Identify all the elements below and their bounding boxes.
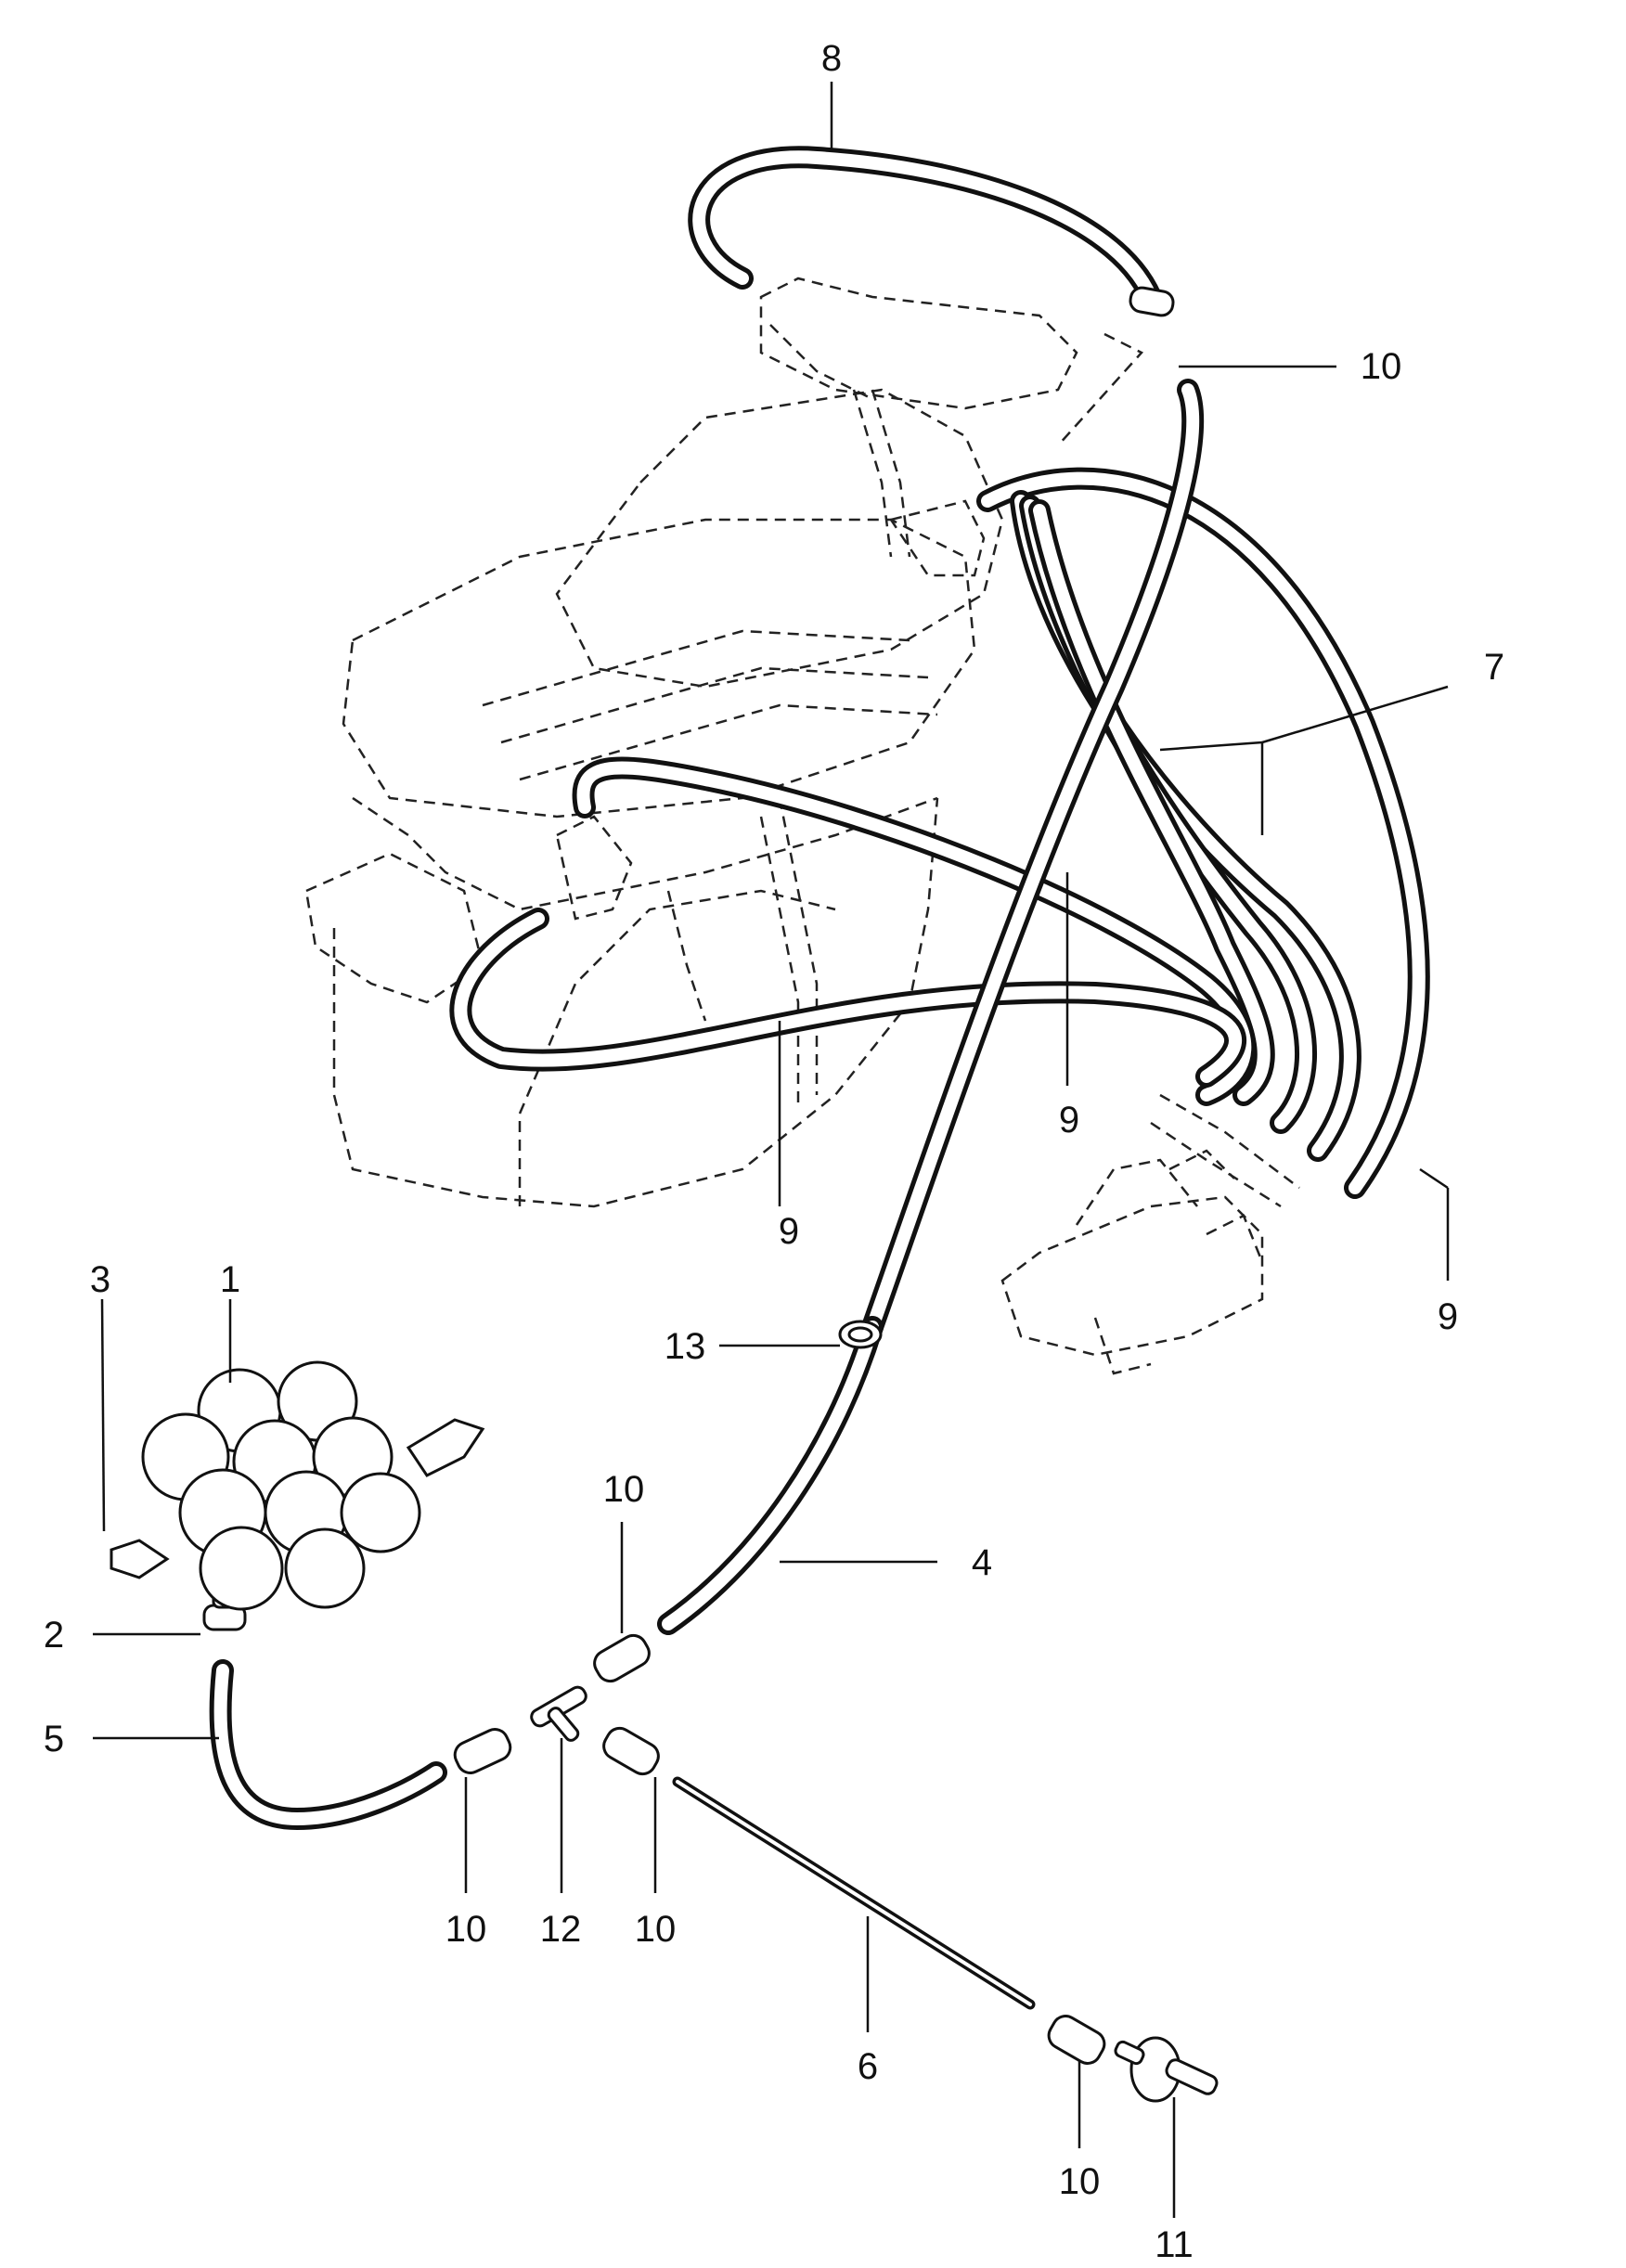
callout-5: 5	[44, 1719, 64, 1759]
engine-outline	[304, 277, 1300, 1375]
callout-3: 3	[90, 1259, 110, 1300]
callout-9-lower: 9	[779, 1211, 799, 1252]
component-1-cluster	[110, 1360, 485, 1611]
callout-10-mid: 10	[603, 1469, 645, 1510]
valve-11	[1114, 2036, 1219, 2103]
callout-2: 2	[44, 1615, 64, 1656]
hose-5	[209, 1659, 447, 1830]
callout-10-right: 10	[635, 1909, 677, 1950]
callout-8: 8	[821, 38, 842, 79]
callout-10-left: 10	[445, 1909, 487, 1950]
hose-7-group	[976, 467, 1430, 1199]
grommet-13	[838, 1320, 883, 1349]
connector-10-mid	[593, 1633, 651, 1683]
connector-10-right	[602, 1726, 660, 1776]
hose-9-lower	[449, 908, 1246, 1088]
connector-10-left	[453, 1728, 512, 1774]
connector-10-bottom	[1047, 2015, 1106, 2065]
callout-4: 4	[972, 1542, 992, 1583]
leader-lines	[93, 82, 1450, 2218]
callout-1: 1	[220, 1259, 240, 1300]
tee-piece-12	[530, 1685, 587, 1742]
callout-13: 13	[665, 1326, 706, 1367]
callout-labels: 8 10 7 9 9 9 13 3 1 10 4 2 5 10 12 10 6 …	[44, 38, 1504, 2265]
hose-8	[688, 146, 1162, 308]
callout-7: 7	[1484, 647, 1504, 688]
callout-11: 11	[1155, 2224, 1194, 2265]
callout-9-right: 9	[1438, 1296, 1458, 1337]
hose-6	[672, 1776, 1036, 2010]
callout-9-upper: 9	[1059, 1100, 1079, 1140]
callout-6: 6	[858, 2046, 878, 2087]
callout-10-bottom: 10	[1059, 2161, 1101, 2202]
connector-10-top	[1129, 286, 1175, 317]
callout-12: 12	[540, 1909, 582, 1950]
callout-10-top: 10	[1361, 346, 1402, 387]
hose-4	[657, 379, 1205, 1635]
